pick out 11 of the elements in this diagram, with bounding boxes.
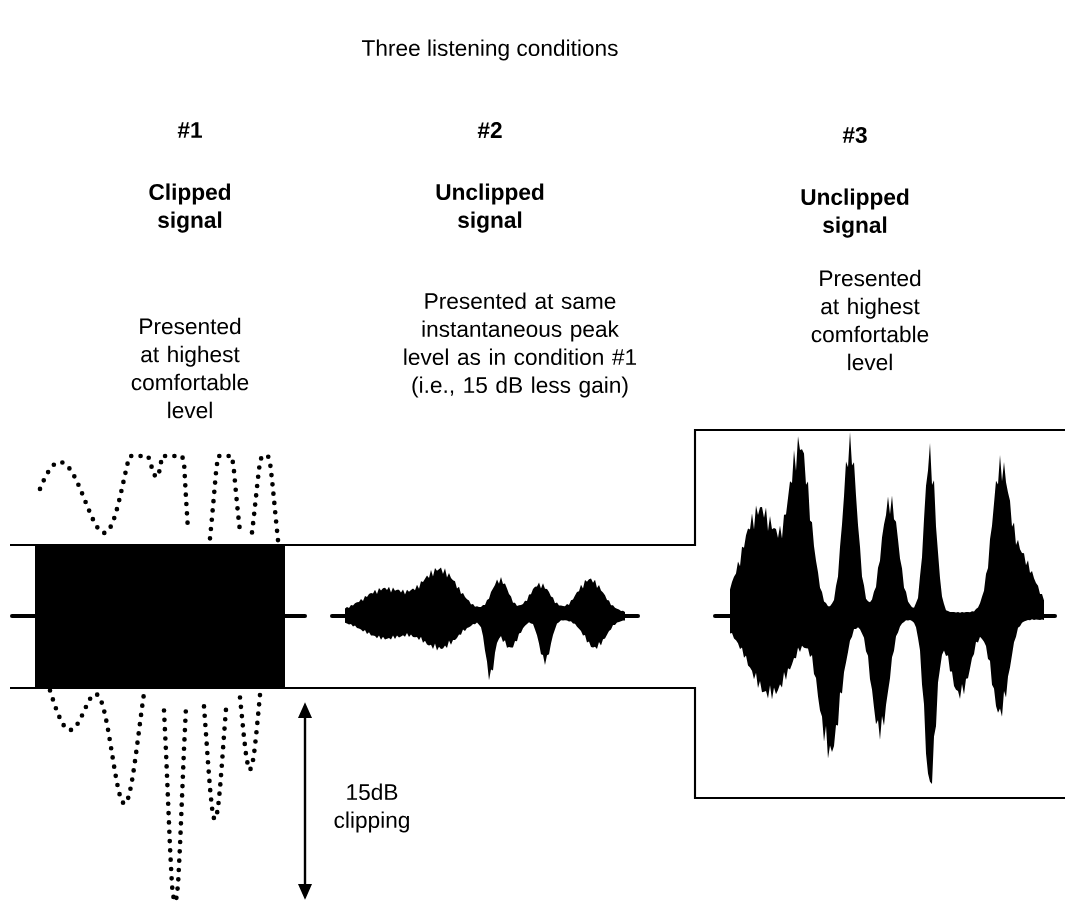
dimension-label: 15dB clipping: [334, 783, 409, 833]
title: Three listening conditions: [362, 39, 618, 61]
condition-heading: Unclipped signal: [436, 183, 544, 233]
condition-description: Presented at same instantaneous peak level as in condition #1 (i.e., 15 dB less gain): [404, 292, 636, 398]
condition-heading: Unclipped signal: [801, 188, 909, 238]
condition-description: Presented at highest comfortable level: [131, 317, 249, 419]
condition-number: #2: [477, 122, 502, 138]
condition-number: #3: [842, 126, 867, 144]
condition-heading: Clipped signal: [149, 183, 231, 233]
condition-number: #1: [177, 122, 202, 138]
condition-description: Presented at highest comfortable level: [811, 269, 929, 371]
